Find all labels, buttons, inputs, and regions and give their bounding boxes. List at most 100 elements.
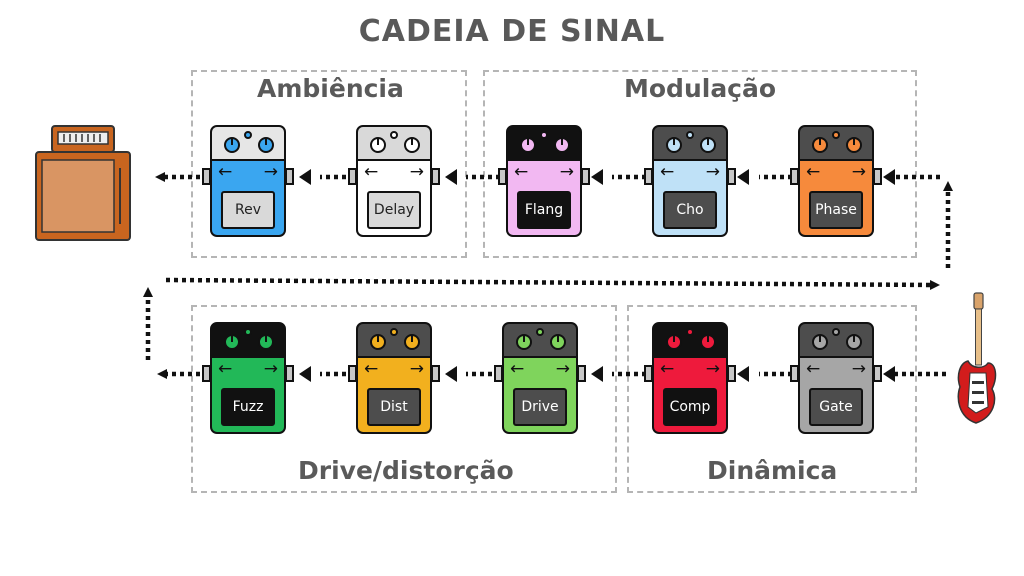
arrowhead-in-drive: [591, 366, 603, 382]
knob-icon[interactable]: [224, 137, 240, 153]
knob-icon[interactable]: [520, 137, 536, 153]
arrowhead-in-rev: [299, 169, 311, 185]
arrow-right-icon: →: [851, 359, 866, 379]
input-jack[interactable]: [727, 168, 736, 185]
pedal-delay[interactable]: ←→ Delay: [348, 125, 440, 237]
io-arrows: ←→: [364, 359, 424, 379]
input-jack[interactable]: [873, 365, 882, 382]
pedal-dist[interactable]: ←→ Dist: [348, 322, 440, 434]
arrow-right-icon: →: [409, 162, 424, 182]
input-jack[interactable]: [727, 365, 736, 382]
knob-icon[interactable]: [224, 334, 240, 350]
pedal-phase[interactable]: ←→ Phase: [790, 125, 882, 237]
arrow-right-icon: →: [263, 359, 278, 379]
knob-icon[interactable]: [370, 334, 386, 350]
arrowhead-in-cho: [737, 169, 749, 185]
arrowhead-in-comp: [737, 366, 749, 382]
knob-icon[interactable]: [550, 334, 566, 350]
output-jack[interactable]: [202, 168, 211, 185]
arrowhead-in-gate: [883, 366, 895, 382]
pedal-comp[interactable]: ←→ Comp: [644, 322, 736, 434]
arrow-left-icon: ←: [514, 162, 529, 182]
io-arrows: ←→: [364, 162, 424, 182]
arrow-left-icon: ←: [510, 359, 525, 379]
output-jack[interactable]: [644, 168, 653, 185]
io-arrows: ←→: [510, 359, 570, 379]
input-jack[interactable]: [431, 365, 440, 382]
group-ambiencia: [191, 70, 467, 258]
arrow-left-icon: ←: [660, 162, 675, 182]
input-jack[interactable]: [285, 365, 294, 382]
knob-icon[interactable]: [258, 137, 274, 153]
cable-middle-right: [165, 277, 940, 290]
output-jack[interactable]: [494, 365, 503, 382]
pedal-fuzz[interactable]: ←→ Fuzz: [202, 322, 294, 434]
pedal-rev[interactable]: ←→ Rev: [202, 125, 294, 237]
output-jack[interactable]: [790, 365, 799, 382]
knob-icon[interactable]: [812, 334, 828, 350]
pedal-label: Cho: [663, 191, 717, 229]
arrow-right-icon: →: [555, 359, 570, 379]
knob-icon[interactable]: [666, 137, 682, 153]
knob-icon[interactable]: [666, 334, 682, 350]
pedal-cho[interactable]: ←→ Cho: [644, 125, 736, 237]
knob-icon[interactable]: [370, 137, 386, 153]
group-label-drive: Drive/distorção: [298, 456, 514, 485]
knob-icon[interactable]: [812, 137, 828, 153]
pedal-label: Comp: [663, 388, 717, 426]
arrowhead-in-dist: [445, 366, 457, 382]
input-jack[interactable]: [431, 168, 440, 185]
arrow-right-icon: →: [263, 162, 278, 182]
led-icon: [244, 131, 252, 139]
knob-icon[interactable]: [404, 334, 420, 350]
input-jack[interactable]: [285, 168, 294, 185]
pedal-label: Delay: [367, 191, 421, 229]
arrowhead-in-flang: [591, 169, 603, 185]
group-modulacao: [483, 70, 917, 258]
output-jack[interactable]: [348, 365, 357, 382]
led-icon: [540, 131, 548, 139]
knob-icon[interactable]: [846, 137, 862, 153]
led-icon: [686, 131, 694, 139]
arrow-left-icon: ←: [806, 162, 821, 182]
guitar-icon: [954, 291, 1000, 433]
arrowhead-in-delay: [445, 169, 457, 185]
output-jack[interactable]: [202, 365, 211, 382]
knob-icon[interactable]: [700, 334, 716, 350]
io-arrows: ←→: [218, 162, 278, 182]
led-icon: [244, 328, 252, 336]
pedal-label: Gate: [809, 388, 863, 426]
knob-icon[interactable]: [516, 334, 532, 350]
input-jack[interactable]: [577, 365, 586, 382]
output-jack[interactable]: [644, 365, 653, 382]
group-drive: [191, 305, 617, 493]
knob-icon[interactable]: [700, 137, 716, 153]
knob-icon[interactable]: [404, 137, 420, 153]
pedal-label: Dist: [367, 388, 421, 426]
led-icon: [390, 328, 398, 336]
arrow-left-icon: ←: [660, 359, 675, 379]
pedal-gate[interactable]: ← → Gate: [790, 322, 882, 434]
led-icon: [832, 328, 840, 336]
output-jack[interactable]: [498, 168, 507, 185]
pedal-label: Phase: [809, 191, 863, 229]
pedal-drive[interactable]: ←→ Drive: [494, 322, 586, 434]
output-jack[interactable]: [348, 168, 357, 185]
pedal-label: Flang: [517, 191, 571, 229]
group-dinamica: [627, 305, 917, 493]
output-jack[interactable]: [790, 168, 799, 185]
input-jack[interactable]: [873, 168, 882, 185]
knob-icon[interactable]: [846, 334, 862, 350]
led-icon: [390, 131, 398, 139]
group-label-ambiencia: Ambiência: [257, 74, 404, 103]
input-jack[interactable]: [581, 168, 590, 185]
pedal-flang[interactable]: ←→ Flang: [498, 125, 590, 237]
knob-icon[interactable]: [258, 334, 274, 350]
pedal-label: Fuzz: [221, 388, 275, 426]
led-icon: [832, 131, 840, 139]
pedal-label: Rev: [221, 191, 275, 229]
arrow-left-icon: ←: [806, 359, 821, 379]
io-arrows: ←→: [660, 162, 720, 182]
knob-icon[interactable]: [554, 137, 570, 153]
